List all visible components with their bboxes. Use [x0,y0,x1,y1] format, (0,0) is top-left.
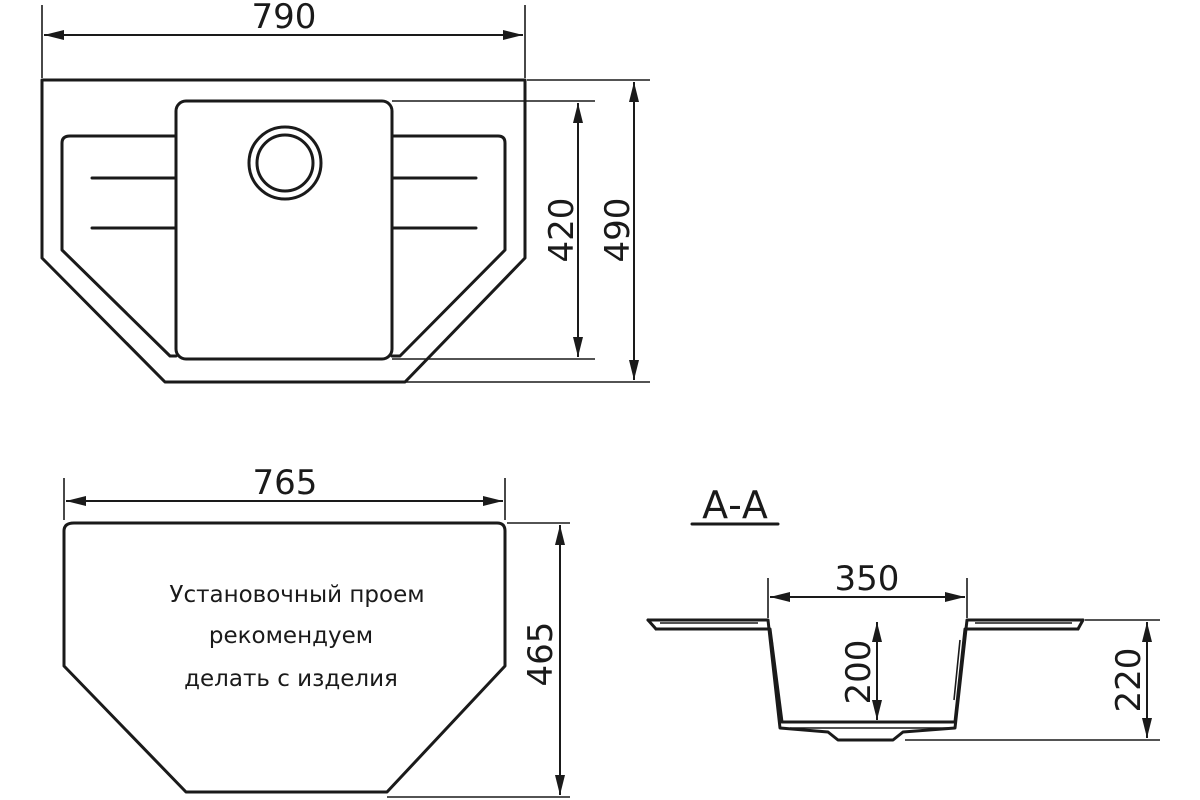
drain-inner-ring [255,133,315,193]
section-label: А-А [702,483,768,527]
dimension-bowl-height-200: 200 [839,640,879,705]
cutout-template: 765 465 Установочный проем рекомендуем д… [62,463,570,798]
cutout-note-line-2: рекомендуем [209,623,373,649]
cutout-note-line-1: Установочный проем [169,582,424,608]
sink-outer-contour [40,78,527,384]
dimension-bowl-width-350: 350 [835,559,900,599]
dimension-total-height-220: 220 [1109,648,1149,713]
cutout-note-line-3: делать с изделия [184,666,398,692]
section-profile-inner [654,627,1080,724]
dimension-depth-490: 490 [598,198,638,263]
cutout-contour [62,521,507,794]
section-a-a: А-А 350 200 220 [646,483,1160,742]
sink-drainboard-contour [60,134,507,358]
dimension-bowl-depth-420: 420 [542,198,582,263]
sink-top-view: 790 420 490 [40,0,650,384]
sink-bowl [174,99,394,361]
dimension-cutout-width-765: 765 [253,463,318,503]
drain-outer-ring [247,125,323,201]
dimension-width-790: 790 [252,0,317,37]
dimension-cutout-depth-465: 465 [521,622,561,687]
